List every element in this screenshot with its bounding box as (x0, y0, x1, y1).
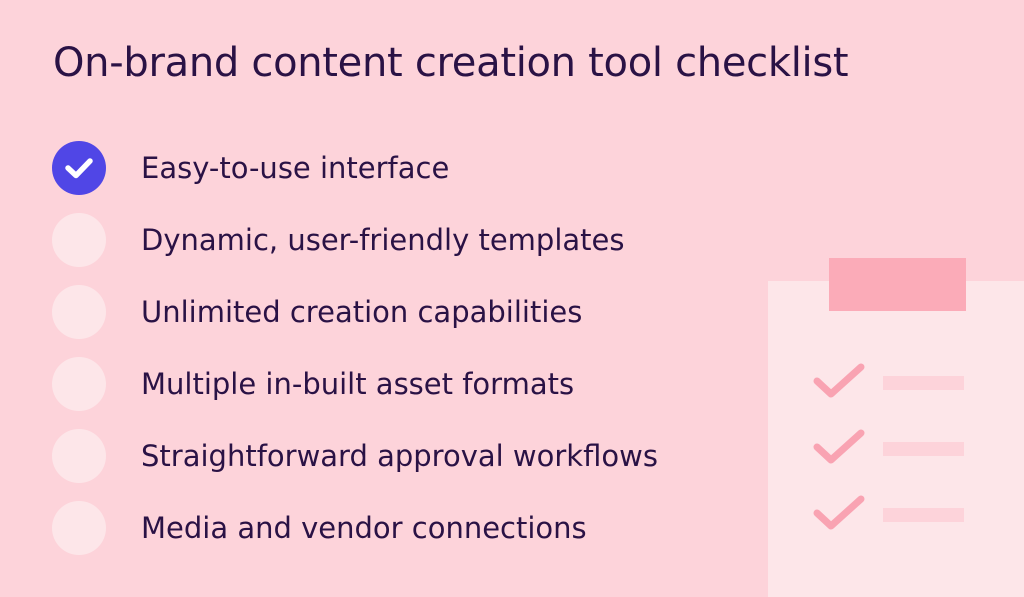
unchecked-circle-icon[interactable] (52, 501, 106, 555)
clipboard-check-icon (813, 495, 865, 530)
clipboard-check-icon (813, 363, 865, 398)
unchecked-circle-icon[interactable] (52, 285, 106, 339)
checklist-item-label: Multiple in-built asset formats (141, 367, 575, 401)
unchecked-circle-icon[interactable] (52, 429, 106, 483)
page-title: On-brand content creation tool checklist (53, 40, 849, 86)
clipboard-line (883, 442, 964, 456)
check-mark-icon (65, 158, 93, 179)
unchecked-circle-icon[interactable] (52, 213, 106, 267)
clipboard-line (883, 508, 964, 522)
unchecked-circle-icon[interactable] (52, 357, 106, 411)
clipboard-check-icon (813, 429, 865, 464)
checklist-item-asset-formats[interactable]: Multiple in-built asset formats (52, 356, 658, 412)
checked-circle-icon[interactable] (52, 141, 106, 195)
checklist-item-creation[interactable]: Unlimited creation capabilities (52, 284, 658, 340)
checklist-item-easy-to-use[interactable]: Easy-to-use interface (52, 140, 658, 196)
checklist-item-templates[interactable]: Dynamic, user-friendly templates (52, 212, 658, 268)
checklist-item-media[interactable]: Media and vendor connections (52, 500, 658, 556)
checklist-item-label: Media and vendor connections (141, 511, 587, 545)
checklist-item-approval[interactable]: Straightforward approval workflows (52, 428, 658, 484)
checklist-item-label: Straightforward approval workflows (141, 439, 658, 473)
checklist-item-label: Dynamic, user-friendly templates (141, 223, 625, 257)
checklist-item-label: Easy-to-use interface (141, 151, 450, 185)
checklist-item-label: Unlimited creation capabilities (141, 295, 583, 329)
clipboard-line (883, 376, 964, 390)
clipboard-clip-icon (829, 258, 966, 311)
clipboard-illustration (768, 281, 1024, 597)
checklist: Easy-to-use interface Dynamic, user-frie… (52, 140, 658, 572)
